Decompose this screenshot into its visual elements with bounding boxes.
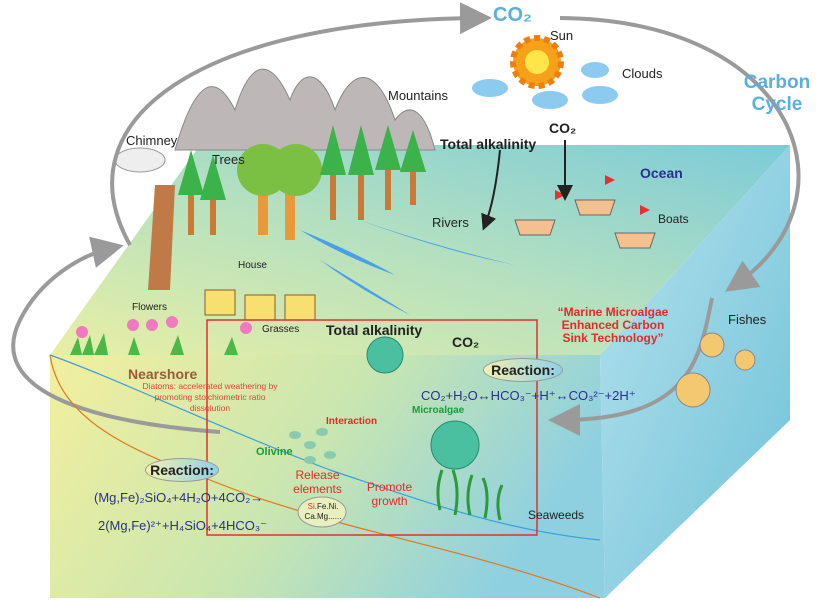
right-reaction-badge: Reaction: <box>483 358 563 382</box>
trees-label: Trees <box>212 152 245 167</box>
ocean-label: Ocean <box>640 165 683 181</box>
olivine-label: Olivine <box>256 446 293 458</box>
total-alkalinity-box-label: Total alkalinity <box>326 322 423 338</box>
cycle-arrow-right <box>559 16 801 292</box>
cycle-arrow-left <box>11 236 221 434</box>
olivine-grains <box>289 428 336 464</box>
technology-title: “Marine Microalgae Enhanced Carbon Sink … <box>557 305 669 345</box>
elements-rest: .Fe.Ni. Ca.Mg...... <box>304 502 342 521</box>
cycle-arrow-top <box>110 2 492 246</box>
promote-growth-label: Promote growth <box>366 480 413 508</box>
flowers <box>70 316 252 355</box>
grasses-label: Grasses <box>262 324 300 335</box>
smoke-cloud <box>114 147 166 173</box>
diatoms-note: Diatoms: accelerated weathering by promo… <box>142 381 278 413</box>
left-reaction-eq1: (Mg,Fe)₂SiO₄+4H₂O+4CO₂→ <box>94 490 264 505</box>
trees <box>178 125 426 240</box>
clouds <box>472 62 618 109</box>
flowers-label: Flowers <box>132 302 168 313</box>
co2-top-label: CO₂ <box>493 4 532 26</box>
element-si: Si <box>307 502 315 511</box>
nearshore-label: Nearshore <box>128 366 198 382</box>
co2-atmosphere-label: CO₂ <box>549 120 577 136</box>
left-reaction-eq2: 2(Mg,Fe)²⁺+H₄SiO₄+4HCO₃⁻ <box>98 518 268 533</box>
sun-label: Sun <box>550 28 574 43</box>
mountains <box>174 68 436 151</box>
microalgae-cluster <box>430 420 480 470</box>
chimney-label: Chimney <box>126 133 178 148</box>
left-reaction-badge: Reaction: <box>145 458 219 482</box>
fishes-label: Fishes <box>728 312 767 327</box>
fishes <box>675 332 756 408</box>
chimney <box>148 185 175 290</box>
front-face <box>50 355 605 598</box>
release-elements-label: Release elements <box>293 468 342 496</box>
total-alkalinity-top-label: Total alkalinity <box>440 136 537 152</box>
clouds-label: Clouds <box>622 66 663 81</box>
carbon-cycle-title: Carbon Cycle <box>743 72 811 115</box>
interaction-label: Interaction <box>326 416 378 427</box>
microalgae-label: Microalgae <box>412 405 465 416</box>
rivers-label: Rivers <box>432 215 469 230</box>
released-elements-list: Si.Fe.Ni. Ca.Mg...... <box>302 502 344 522</box>
co2-box-label: CO₂ <box>452 334 480 350</box>
houses <box>204 289 316 321</box>
mountains-label: Mountains <box>388 88 448 103</box>
right-reaction-eq: CO₂+H₂O↔HCO₃⁻+H⁺↔CO₃²⁻+2H⁺ <box>421 388 636 403</box>
seaweeds-label: Seaweeds <box>528 508 585 522</box>
seaweeds <box>436 469 504 521</box>
focus-box <box>206 319 538 536</box>
side-face <box>600 145 790 598</box>
house-label: House <box>238 260 267 271</box>
microalgae-cluster <box>366 336 404 374</box>
boats-label: Boats <box>658 212 689 226</box>
elements-bubble <box>297 496 347 528</box>
rivers <box>300 220 515 315</box>
